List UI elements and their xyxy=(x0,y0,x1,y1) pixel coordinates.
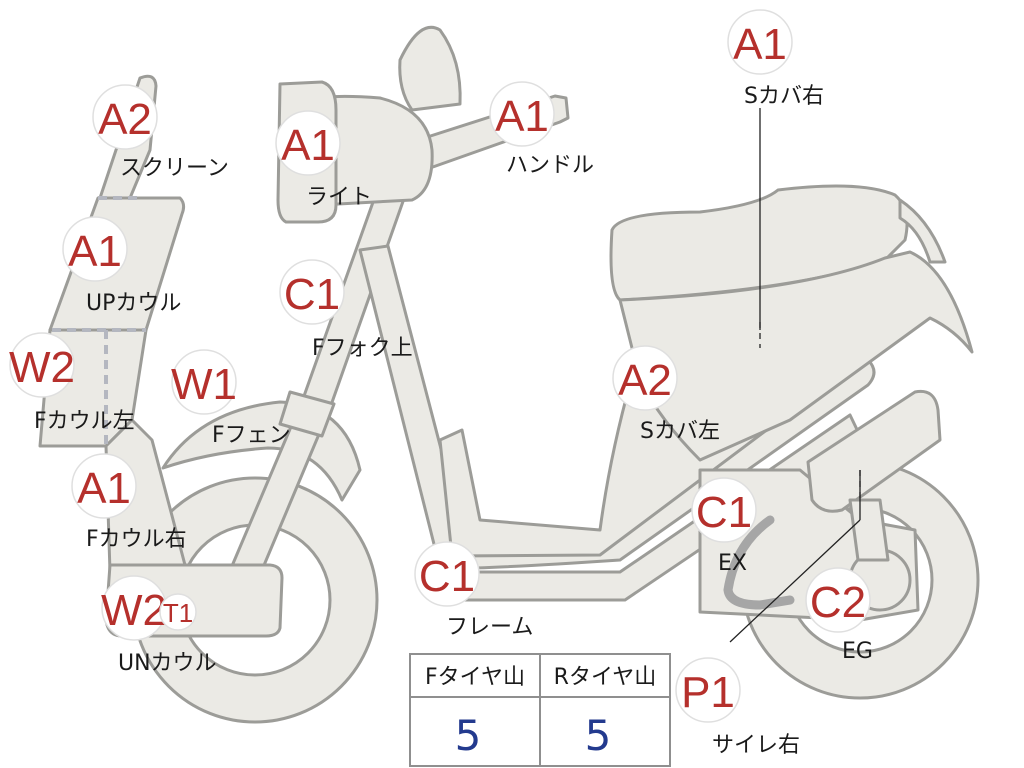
rear-tail-shape xyxy=(898,198,947,264)
part-label: ハンドル xyxy=(506,153,594,178)
part-s-cover-left[interactable]: A2 Sカバ左 xyxy=(612,345,720,444)
part-un-cowl[interactable]: W2 UNカウル xyxy=(101,575,217,676)
part-label: UNカウル xyxy=(118,651,217,676)
part-label: ライト xyxy=(306,185,372,210)
part-screen[interactable]: A2 スクリーン xyxy=(92,84,229,181)
tread-table: Fタイヤ山 Rタイヤ山 5 5 xyxy=(409,653,671,767)
part-f-fork-upper[interactable]: C1 Fフォク上 xyxy=(279,259,413,361)
part-label: Fフェン xyxy=(212,423,291,448)
f-cowl-right-shape xyxy=(104,418,187,574)
tread-value-rear: 5 xyxy=(585,711,612,760)
exhaust-pipe xyxy=(723,515,795,610)
muffler-shape xyxy=(806,389,942,513)
part-un-cowl-t[interactable]: T1 xyxy=(159,593,197,631)
grade-badge xyxy=(9,332,75,398)
rear-cowl-shape xyxy=(618,250,974,462)
grade-badge xyxy=(612,345,678,411)
grade-badge xyxy=(275,110,341,176)
part-label: Sカバ左 xyxy=(640,419,720,444)
grade-badge xyxy=(279,259,345,325)
grade-badge xyxy=(414,541,480,607)
grade-code: C1 xyxy=(419,552,475,601)
grade-code: C2 xyxy=(810,578,866,627)
grade-code: W1 xyxy=(171,360,237,409)
rear-shock-shape xyxy=(848,498,890,562)
part-f-fender[interactable]: W1 Fフェン xyxy=(171,349,291,448)
part-eg[interactable]: C2 EG xyxy=(805,567,873,664)
grade-badge xyxy=(675,657,741,723)
tread-value-front: 5 xyxy=(455,711,482,760)
part-silencer-right[interactable]: P1 サイレ右 xyxy=(675,657,800,758)
part-f-cowl-left[interactable]: W2 Fカウル左 xyxy=(9,332,135,434)
grade-code: W2 xyxy=(101,586,167,635)
grade-badge xyxy=(62,216,128,282)
grade-code: T1 xyxy=(163,598,193,628)
part-label: Fカウル右 xyxy=(86,527,187,552)
windscreen-top-shape xyxy=(398,25,462,112)
grade-code: A1 xyxy=(77,464,131,513)
part-label: Fフォク上 xyxy=(312,336,413,361)
part-frame[interactable]: C1 フレーム xyxy=(414,541,533,640)
grade-badge xyxy=(727,9,793,75)
grade-badge xyxy=(691,477,757,543)
part-up-cowl[interactable]: A1 UPカウル xyxy=(62,216,181,316)
grade-code: A1 xyxy=(281,121,335,170)
part-label: Sカバ右 xyxy=(744,84,824,109)
part-f-cowl-right[interactable]: A1 Fカウル右 xyxy=(71,453,187,552)
grade-code: A1 xyxy=(733,20,787,69)
leader-silencer xyxy=(729,519,861,643)
grade-code: C1 xyxy=(696,488,752,537)
grade-code: A2 xyxy=(618,356,672,405)
grade-badge xyxy=(171,349,237,415)
grade-badge xyxy=(489,81,555,147)
part-handle[interactable]: A1 ハンドル xyxy=(489,81,594,178)
grade-badge xyxy=(805,567,871,633)
grade-badge xyxy=(159,593,197,631)
part-light[interactable]: A1 ライト xyxy=(275,110,372,210)
grade-code: A2 xyxy=(98,95,152,144)
grade-code: A1 xyxy=(68,227,122,276)
grade-badge xyxy=(71,453,137,519)
part-label: サイレ右 xyxy=(712,733,800,758)
part-label: フレーム xyxy=(446,615,533,640)
tread-header-rear: Rタイヤ山 xyxy=(554,665,657,690)
part-ex[interactable]: C1 EX xyxy=(691,477,757,576)
part-label: スクリーン xyxy=(120,156,229,181)
grade-code: P1 xyxy=(681,668,735,717)
part-label: Fカウル左 xyxy=(34,409,135,434)
grade-code: W2 xyxy=(9,343,75,392)
part-label: EX xyxy=(718,551,747,576)
grade-code: C1 xyxy=(284,270,340,319)
grade-badge xyxy=(92,84,158,150)
part-s-cover-right[interactable]: A1 Sカバ右 xyxy=(727,9,824,109)
tread-header-front: Fタイヤ山 xyxy=(425,665,525,690)
fork-clamp-shape xyxy=(278,390,336,438)
grade-code: A1 xyxy=(495,92,549,141)
part-label: UPカウル xyxy=(86,291,181,316)
part-label: EG xyxy=(842,639,873,664)
